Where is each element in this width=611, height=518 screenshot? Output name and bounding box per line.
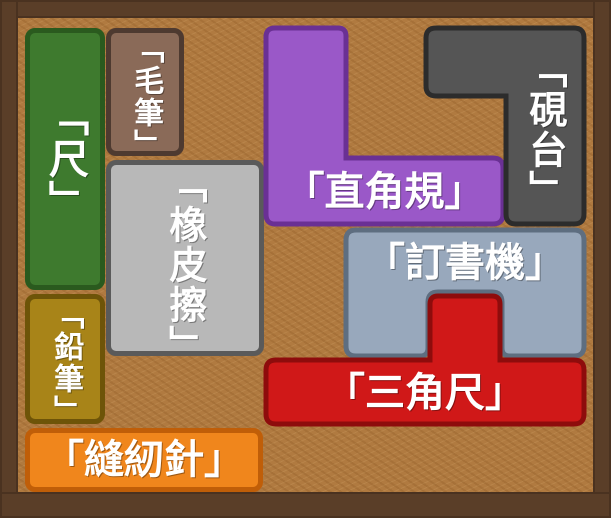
piece-qianbi[interactable]: 「鉛筆」 (25, 294, 105, 427)
piece-dingshuji-label-box: 「訂書機」 (346, 232, 584, 294)
piece-sanjiaochi-label: 「三角尺」 (325, 369, 525, 416)
piece-maobi[interactable]: 「毛筆」 (106, 28, 184, 161)
piece-fengrenzhen[interactable]: 「縫紉針」 (25, 428, 263, 492)
piece-yantai-label: 「硯台」 (522, 50, 568, 210)
frame-right (593, 0, 611, 518)
piece-xiangpica[interactable]: 「橡皮擦」 (106, 160, 264, 365)
piece-chi-label: 「尺」 (42, 96, 89, 222)
frame-top (0, 0, 611, 18)
frame-bottom (0, 492, 611, 518)
piece-sanjiaochi-label-box: 「三角尺」 (266, 362, 584, 424)
piece-dingshuji-label: 「訂書機」 (365, 239, 565, 286)
piece-zhijiaogui-label: 「直角規」 (284, 168, 485, 215)
piece-chi[interactable]: 「尺」 (25, 28, 105, 290)
piece-maobi-label: 「毛筆」 (128, 33, 164, 161)
piece-qianbi-label: 「鉛筆」 (48, 299, 84, 427)
frame-left (0, 0, 18, 518)
piece-zhijiaogui-label-box: 「直角規」 (266, 160, 503, 224)
piece-fengrenzhen-label: 「縫紉針」 (44, 436, 244, 483)
piece-xiangpica-label: 「橡皮擦」 (162, 165, 208, 365)
piece-yantai-label-box: 「硯台」 (506, 40, 584, 220)
